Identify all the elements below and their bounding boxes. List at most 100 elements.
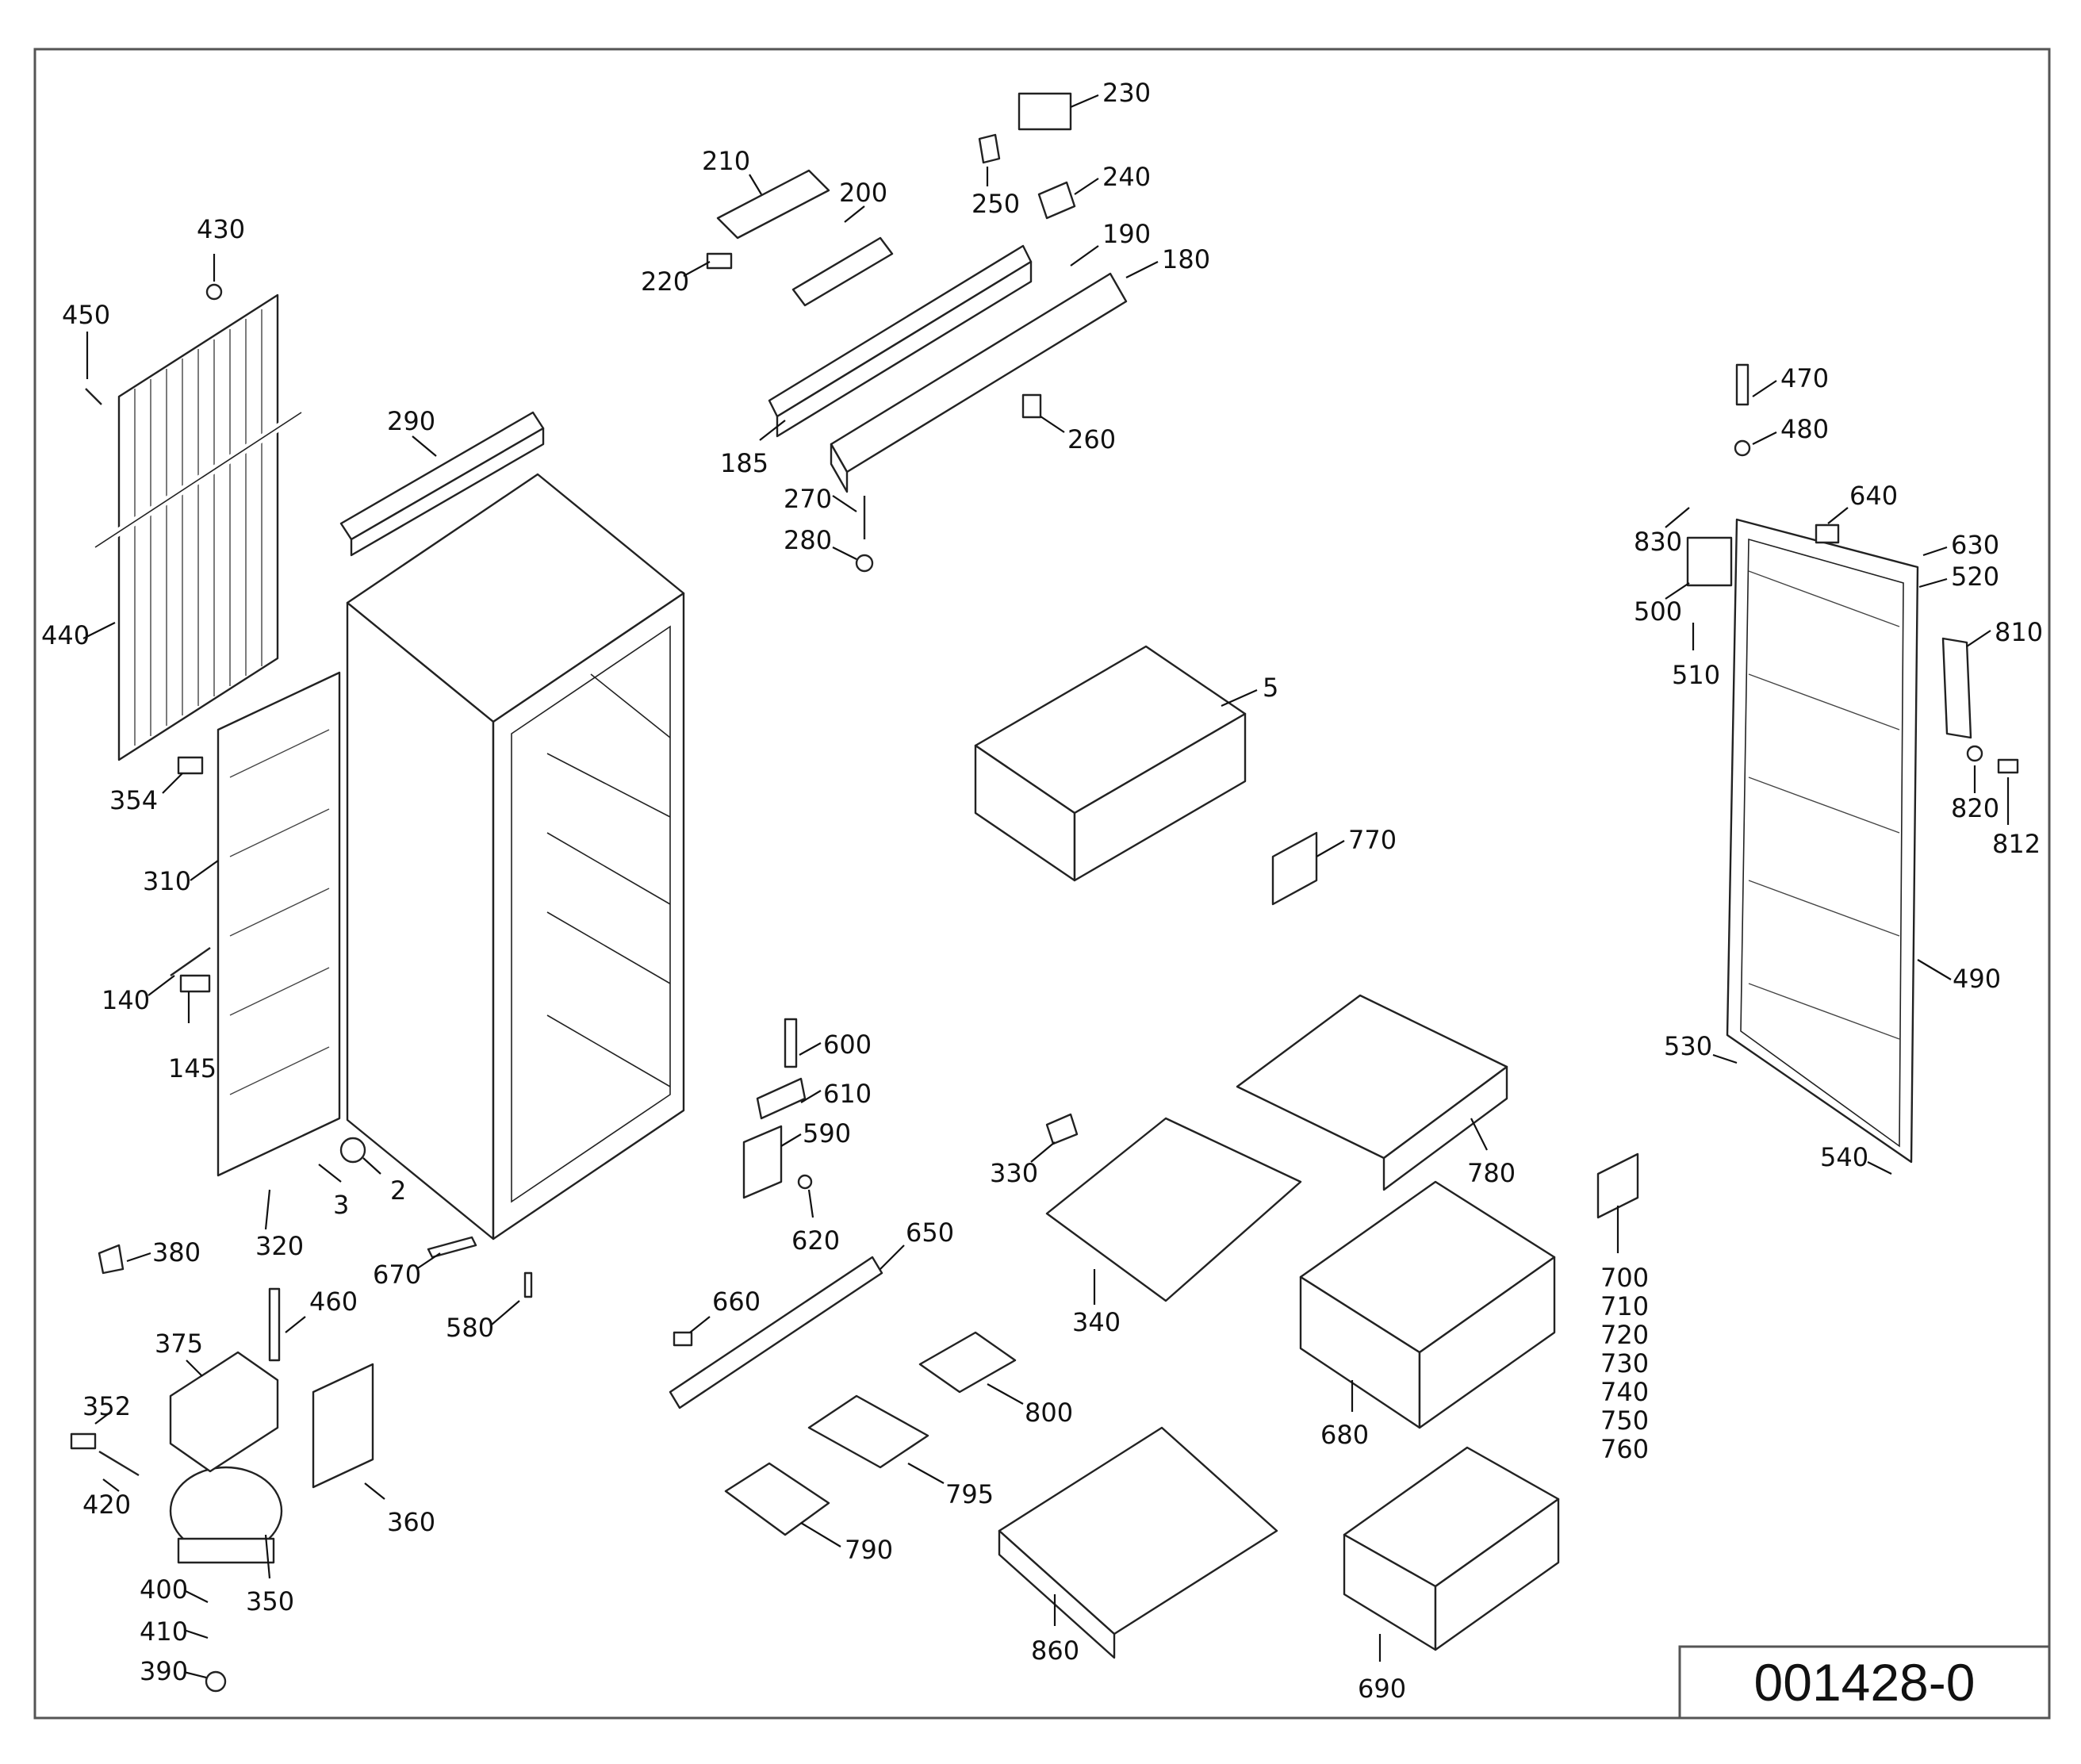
svg-text:810: 810 xyxy=(1995,617,2043,647)
part-480-bush xyxy=(1734,439,1751,457)
svg-text:210: 210 xyxy=(702,146,750,176)
svg-text:420: 420 xyxy=(82,1490,131,1520)
part-610-hinge xyxy=(756,1077,807,1120)
part-790-tray xyxy=(724,1462,830,1536)
svg-text:3: 3 xyxy=(333,1190,349,1220)
part-660-label xyxy=(673,1331,693,1347)
svg-text:352: 352 xyxy=(82,1391,131,1421)
callout-140: 140 xyxy=(102,975,175,1015)
svg-text:770: 770 xyxy=(1348,825,1397,855)
part-drawer-860 xyxy=(998,1426,1278,1659)
callout-470: 470 xyxy=(1752,363,1829,397)
svg-text:620: 620 xyxy=(791,1225,840,1256)
svg-text:190: 190 xyxy=(1102,219,1151,249)
callout-230: 230 xyxy=(1070,78,1151,109)
svg-text:700: 700 xyxy=(1600,1263,1649,1293)
callout-430: 430 xyxy=(197,214,245,282)
svg-text:830: 830 xyxy=(1634,527,1682,557)
part-670-bracket xyxy=(427,1236,477,1259)
part-620-screw xyxy=(797,1174,813,1190)
svg-text:480: 480 xyxy=(1780,414,1829,444)
svg-text:354: 354 xyxy=(109,785,158,815)
svg-text:280: 280 xyxy=(784,525,832,555)
svg-text:440: 440 xyxy=(41,620,90,650)
part-800-tray xyxy=(918,1331,1017,1394)
callout-354: 354 xyxy=(109,773,183,815)
svg-text:310: 310 xyxy=(143,866,191,896)
callout-540: 540 xyxy=(1820,1142,1892,1175)
callout-360: 360 xyxy=(364,1482,435,1537)
svg-text:650: 650 xyxy=(906,1218,954,1248)
part-580-screw xyxy=(523,1271,533,1298)
svg-text:760: 760 xyxy=(1600,1434,1649,1464)
svg-text:340: 340 xyxy=(1072,1307,1121,1337)
part-back-panel xyxy=(217,671,341,1177)
part-600-pin xyxy=(784,1018,798,1068)
diagram-code: 001428-0 xyxy=(1754,1653,1976,1712)
svg-text:390: 390 xyxy=(140,1656,188,1686)
callout-500: 500 xyxy=(1634,582,1690,627)
callout-450: 450 xyxy=(62,300,110,379)
part-145-clamp xyxy=(179,974,211,993)
callout-812: 812 xyxy=(1992,777,2041,859)
svg-text:640: 640 xyxy=(1849,481,1898,511)
part-drawer-680 xyxy=(1299,1180,1556,1429)
svg-text:2: 2 xyxy=(390,1175,406,1206)
callout-620: 620 xyxy=(791,1189,840,1256)
svg-text:630: 630 xyxy=(1951,530,1999,560)
part-640-pad xyxy=(1815,523,1840,544)
callout-795: 795 xyxy=(907,1463,994,1509)
part-420-rod xyxy=(98,1450,140,1477)
part-glass-shelf xyxy=(1045,1117,1302,1302)
callout-310: 310 xyxy=(143,860,219,896)
part-460-tube xyxy=(268,1287,281,1362)
part-360-relay xyxy=(312,1363,374,1489)
svg-text:145: 145 xyxy=(168,1053,217,1083)
part-430-nut xyxy=(205,283,223,301)
part-810-handle xyxy=(1941,637,1972,739)
callout-2: 2 xyxy=(362,1157,406,1206)
svg-text:820: 820 xyxy=(1951,793,1999,823)
part-compressor xyxy=(169,1466,283,1564)
svg-text:180: 180 xyxy=(1162,244,1210,274)
svg-text:795: 795 xyxy=(945,1479,994,1509)
svg-text:270: 270 xyxy=(784,484,832,514)
callout-820: 820 xyxy=(1951,765,1999,823)
svg-text:530: 530 xyxy=(1664,1031,1712,1061)
svg-text:500: 500 xyxy=(1634,596,1682,627)
svg-text:750: 750 xyxy=(1600,1405,1649,1436)
callout-250: 250 xyxy=(972,167,1020,219)
part-500-bracket xyxy=(1686,536,1733,587)
part-condenser xyxy=(93,293,304,761)
callout-210: 210 xyxy=(702,146,762,195)
part-820-screw xyxy=(1966,745,1983,762)
callout-780: 780 xyxy=(1467,1118,1516,1188)
callout-640: 640 xyxy=(1827,481,1898,524)
part-drawer-690 xyxy=(1343,1446,1560,1651)
svg-text:490: 490 xyxy=(1953,964,2001,994)
callout-280: 280 xyxy=(784,525,857,560)
callout-200: 200 xyxy=(839,178,887,223)
callout-600: 600 xyxy=(799,1030,872,1060)
callout-610: 610 xyxy=(800,1079,872,1109)
svg-text:250: 250 xyxy=(972,189,1020,219)
callout-330: 330 xyxy=(990,1141,1056,1188)
callout-670: 670 xyxy=(373,1252,441,1290)
callout-480: 480 xyxy=(1752,414,1829,445)
part-230-housing xyxy=(1018,92,1072,131)
svg-text:780: 780 xyxy=(1467,1158,1516,1188)
callout-810: 810 xyxy=(1966,617,2043,647)
callout-270: 270 xyxy=(784,484,857,514)
svg-text:600: 600 xyxy=(823,1030,872,1060)
svg-text:510: 510 xyxy=(1672,660,1720,690)
callout-352: 352 xyxy=(82,1391,131,1425)
callout-720: 720 xyxy=(1600,1320,1649,1350)
svg-text:220: 220 xyxy=(641,267,689,297)
callout-375: 375 xyxy=(155,1329,203,1377)
part-cabinet xyxy=(346,473,685,1241)
part-260-label xyxy=(1021,393,1042,419)
svg-text:185: 185 xyxy=(720,448,768,478)
part-375-support xyxy=(169,1351,279,1473)
diagram-frame xyxy=(33,48,2051,1720)
